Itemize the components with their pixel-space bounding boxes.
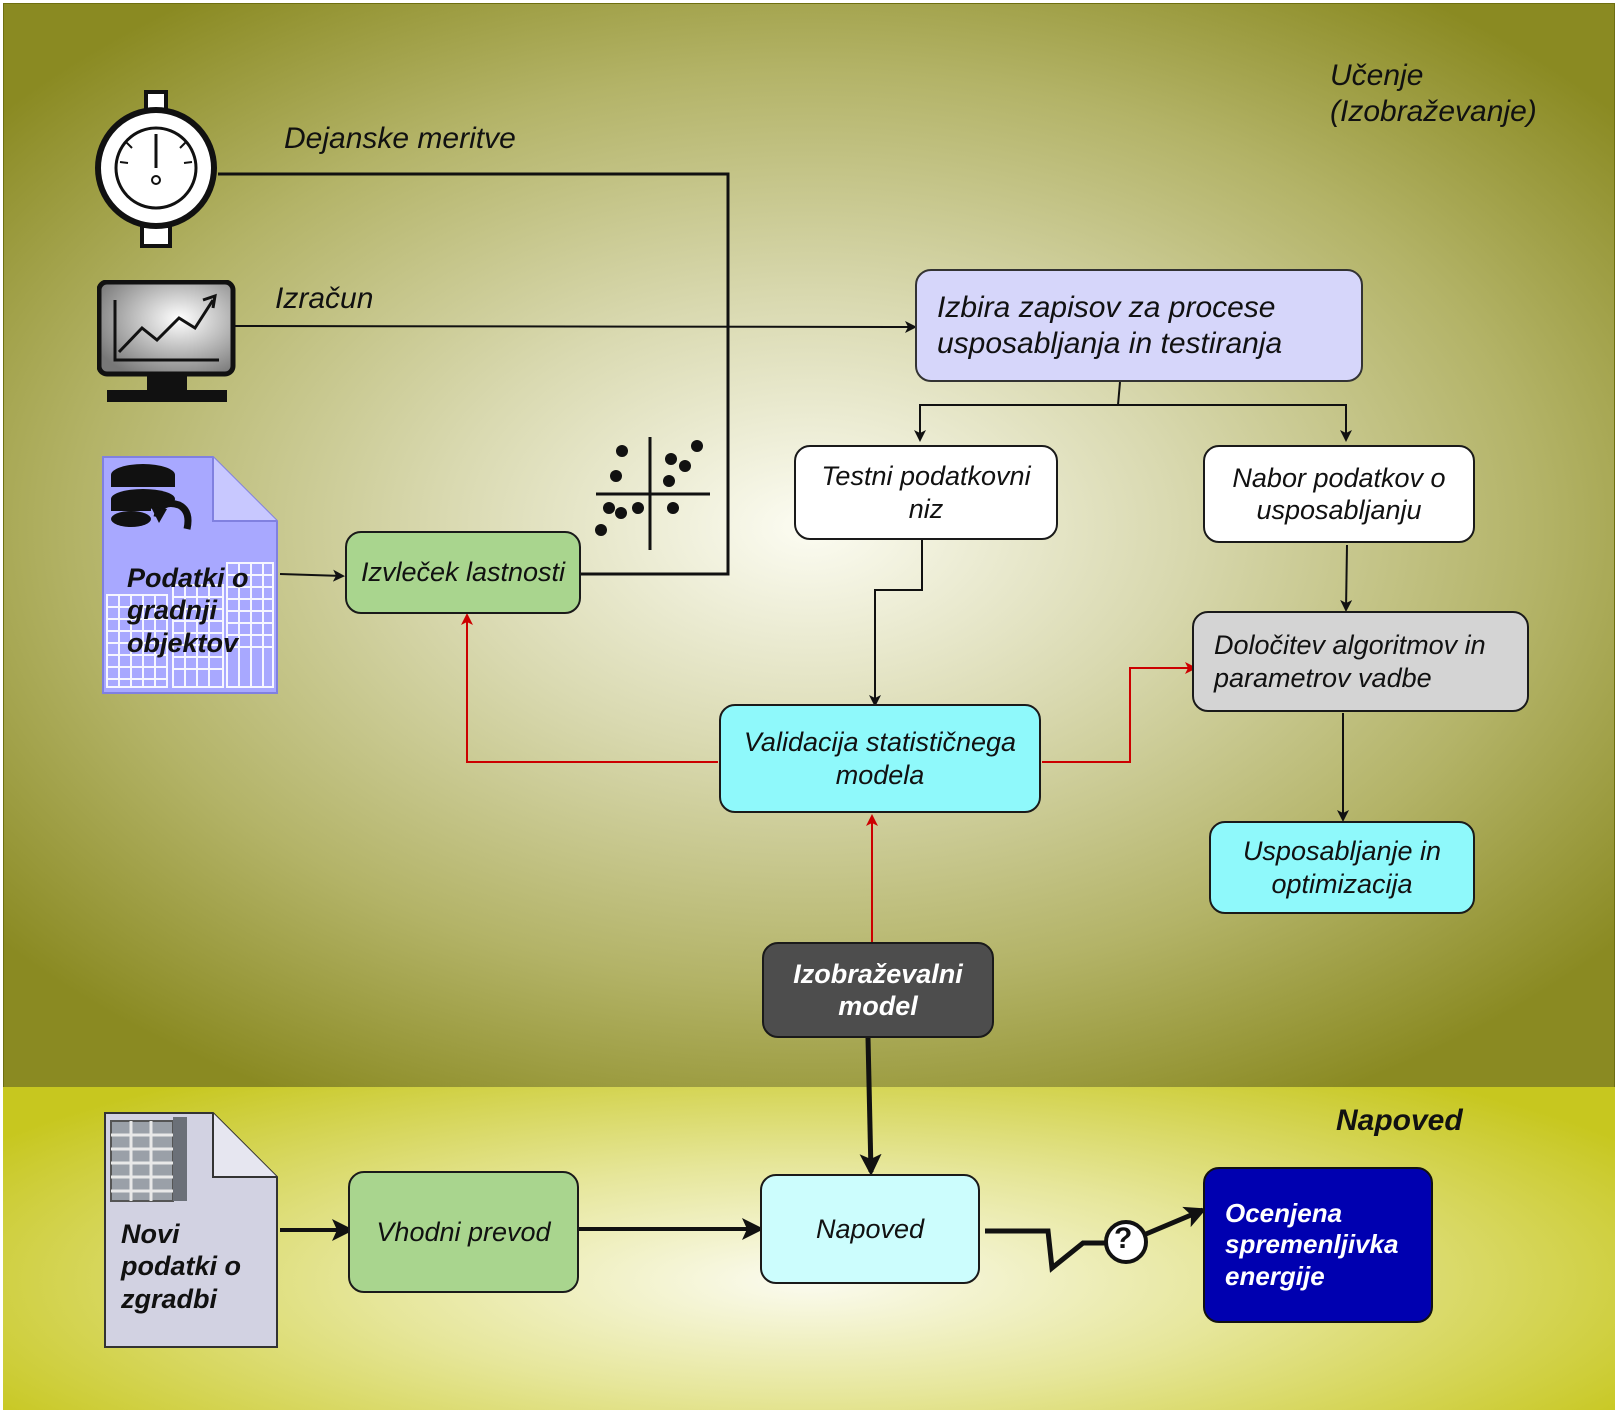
validation-box: Validacija statističnega modela (719, 704, 1041, 813)
split-line (914, 381, 1121, 442)
data-to-features-arrow (279, 569, 345, 582)
test-to-validation-arrow (869, 540, 923, 707)
scatter-plot-icon (595, 437, 710, 550)
new-data-document-icon (104, 1112, 278, 1348)
training-set-box: Nabor podatkov o usposabljanju (1203, 445, 1475, 543)
estimated-energy-box: Ocenjena spremenljivka energije (1203, 1167, 1433, 1323)
input-translation-box: Vhodni prevod (348, 1171, 579, 1293)
training-optimization-box: Usposabljanje in optimizacija (1209, 821, 1475, 914)
monitor-label: Izračun (275, 282, 374, 315)
learning-title: Učenje (Izobraževanje) (1330, 59, 1537, 128)
building-data-document-icon (102, 456, 278, 694)
algorithms-box: Določitev algoritmov in parametrov vadbe (1192, 611, 1529, 712)
building-data-label: Podatki o gradnji objektov (127, 563, 249, 658)
zigzag-line (985, 1228, 1105, 1273)
validation-to-algorithms-arrow (1042, 662, 1197, 763)
prediction-title: Napoved (1336, 1104, 1463, 1137)
training-to-algorithms-arrow (1340, 544, 1353, 612)
monitor-chart-icon (97, 280, 236, 402)
gauge-line (218, 172, 730, 576)
test-set-box: Testni podatkovni niz (794, 445, 1058, 540)
calc-arrow (234, 320, 917, 333)
table-icon (110, 1117, 187, 1202)
question-icon (1104, 1220, 1148, 1264)
validation-to-features-arrow (461, 613, 718, 763)
record-selection-box: Izbira zapisov za procese usposabljanja … (915, 269, 1363, 382)
question-mark: ? (1114, 1222, 1133, 1255)
feature-extraction-box: Izvleček lastnosti (345, 531, 581, 614)
question-to-energy-arrow (1145, 1206, 1207, 1237)
model-to-prediction-arrow (859, 1037, 882, 1176)
new-data-label: Novi podatki o zgradbi (121, 1219, 241, 1314)
prediction-box: Napoved (760, 1174, 980, 1284)
gauge-icon (95, 90, 217, 248)
split-line-right (1118, 404, 1352, 442)
trained-model-box: Izobraževalni model (762, 942, 994, 1038)
gauge-label: Dejanske meritve (284, 122, 516, 155)
